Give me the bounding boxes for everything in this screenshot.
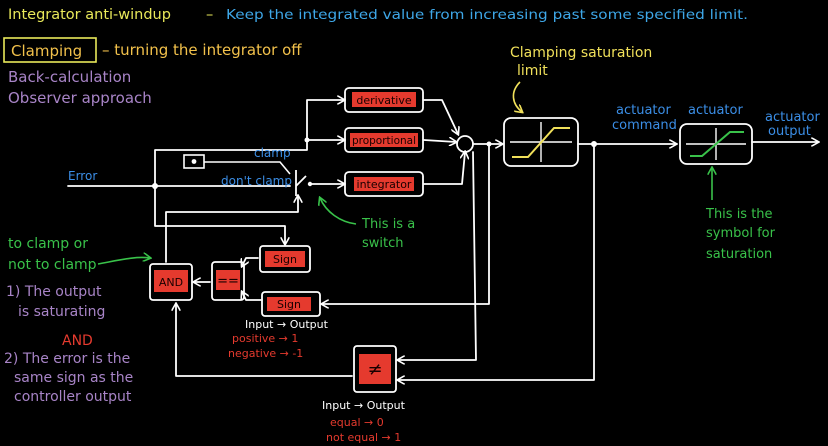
symbol-note-1: This is the [705,207,773,222]
equals-label: == [217,274,239,289]
title: Integrator anti-windup [8,7,171,23]
switch-note-arrow [320,198,357,225]
subtitle: Keep the integrated value from increasin… [226,7,748,23]
ne-table-row-not-equal: not equal → 1 [326,431,401,444]
sign-top-block: Sign [259,245,311,273]
not-equal-label: ≠ [367,359,382,380]
clamp-label: clamp [254,146,291,160]
sign-top-label: Sign [273,253,297,266]
clamping-box [3,37,97,63]
clamping-description: – turning the integrator off [102,41,302,59]
clamp-wire [204,161,291,175]
proportional-label: proportional [352,135,416,147]
saturation-limit-label-1: Clamping saturation [510,45,652,61]
to-clamp-label-2: not to clamp [8,257,97,273]
sign-bottom-label: Sign [277,298,301,311]
summing-junction [456,135,474,153]
error-label: Error [68,169,97,183]
observer-approach-label: Observer approach [8,89,152,107]
to-clamp-arrow [97,257,150,265]
symbol-note-2: symbol for [706,226,776,241]
actuator-command-label-2: command [612,118,677,133]
equals-block: == [211,261,245,301]
condition-1-line-1: 1) The output [6,284,102,300]
integrator-label: integrator [357,178,412,191]
saturation-limit-arrow [512,81,522,112]
proportional-block: proportional [344,127,424,153]
symbol-note-3: saturation [706,247,772,262]
actuator-command-label-1: actuator [616,103,671,118]
switch [295,170,313,196]
switch-note-1: This is a [361,217,415,232]
condition-2-line-1: 2) The error is the [4,351,130,367]
saturation-limit-label-2: limit [517,63,548,79]
and-word: AND [62,333,93,349]
condition-2-line-3: controller output [14,389,132,405]
actuator-block [679,123,753,165]
title-dash: – [206,7,213,23]
ne-table-header: Input → Output [322,399,406,412]
and-label: AND [159,276,183,289]
condition-2-line-2: same sign as the [14,370,133,386]
condition-1-line-2: is saturating [18,304,105,320]
derivative-block: derivative [344,87,424,113]
not-equal-block: ≠ [353,345,397,393]
sign-table-header: Input → Output [245,318,329,331]
ne-table-row-equal: equal → 0 [330,416,384,429]
clamp-zero-dot [191,159,197,164]
sign-table-row-positive: positive → 1 [232,332,298,345]
actuator-output-label-2: output [768,124,811,139]
sign-bottom-block: Sign [261,291,321,317]
integrator-block: integrator [344,171,424,197]
derivative-label: derivative [356,94,411,107]
back-calculation-label: Back-calculation [8,68,131,86]
actuator-output-label-1: actuator [765,110,820,125]
clamping-saturation-block [503,117,579,167]
dont-clamp-label: don't clamp [221,174,292,188]
to-clamp-label-1: to clamp or [8,236,88,252]
actuator-label: actuator [688,103,743,118]
switch-note-2: switch [362,236,404,251]
sign-table-row-negative: negative → -1 [228,347,303,360]
clamping-label: Clamping [11,42,82,60]
and-block: AND [149,263,193,301]
